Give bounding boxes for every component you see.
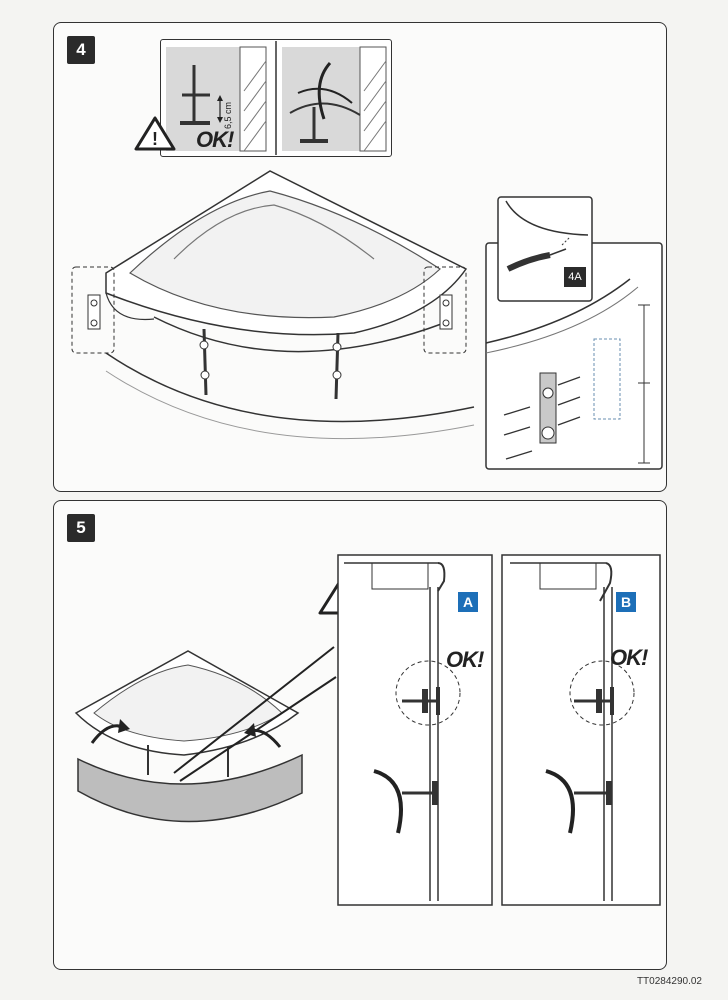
document-code: TT0284290.02 [636,976,702,987]
variant-b-badge: B [616,592,636,612]
step-4-number: 4 [67,36,95,64]
svg-text:!: ! [152,129,158,149]
step-4-illustration: ! [71,41,663,470]
step-4-panel: 4 ! [53,22,667,492]
step-5-panel: 5 ! [53,500,667,970]
variant-a-ok-label: OK! [446,647,484,672]
detail-4a-badge: 4A [564,267,586,287]
clearance-measurement: 6,5 cm [223,101,233,129]
variant-a-badge: A [458,592,478,612]
step-5-illustration: ! [74,554,661,906]
step-4-ok-label: OK! [196,127,234,152]
variant-b-ok-label: OK! [610,645,648,670]
step-5-number: 5 [67,514,95,542]
